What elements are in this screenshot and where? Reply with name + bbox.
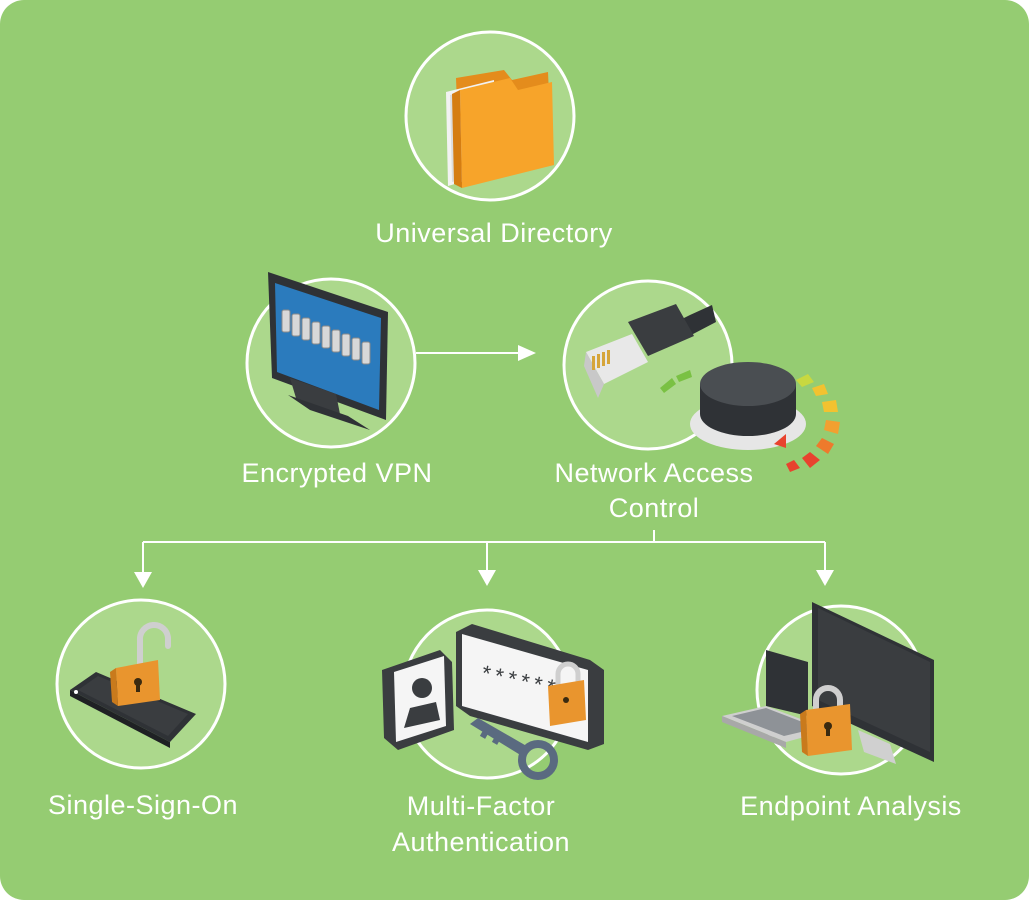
phone-unlocked-padlock-icon — [70, 621, 196, 748]
label-network-access-control-line1: Network Access — [554, 458, 753, 488]
node-multi-factor-authentication: ****** Multi-Factor Authentication — [382, 608, 604, 857]
node-network-access-control: Network Access Control — [554, 279, 840, 523]
face-icon — [412, 678, 432, 698]
combination-wheels — [281, 309, 371, 365]
label-network-access-control-line2: Control — [609, 493, 700, 523]
laptop-desktop-padlock-icon — [722, 602, 934, 764]
node-single-sign-on: Single-Sign-On — [48, 598, 238, 820]
node-encrypted-vpn: Encrypted VPN — [241, 272, 432, 488]
ethernet-cable-dial-icon — [584, 304, 840, 472]
label-multi-factor-authentication-line2: Authentication — [392, 827, 570, 857]
arrowhead-vpn-to-nac — [518, 345, 536, 361]
connector-pins — [592, 350, 610, 370]
label-multi-factor-authentication-line1: Multi-Factor — [407, 791, 556, 821]
label-encrypted-vpn: Encrypted VPN — [241, 458, 432, 488]
label-universal-directory: Universal Directory — [375, 218, 613, 248]
arrowhead-to-sso — [134, 572, 152, 588]
node-endpoint-analysis: Endpoint Analysis — [722, 602, 962, 821]
label-single-sign-on: Single-Sign-On — [48, 790, 238, 820]
connectors — [134, 345, 834, 588]
node-universal-directory: Universal Directory — [375, 30, 613, 248]
folder-icon — [446, 70, 554, 188]
monitor-combination-lock-icon — [268, 272, 388, 430]
arrowhead-to-endpoint — [816, 570, 834, 586]
arrowhead-to-mfa — [478, 570, 496, 586]
face-id-password-key-icon: ****** — [382, 624, 604, 780]
gauge-arc — [660, 370, 840, 472]
label-endpoint-analysis: Endpoint Analysis — [740, 791, 962, 821]
key-icon — [470, 718, 558, 780]
